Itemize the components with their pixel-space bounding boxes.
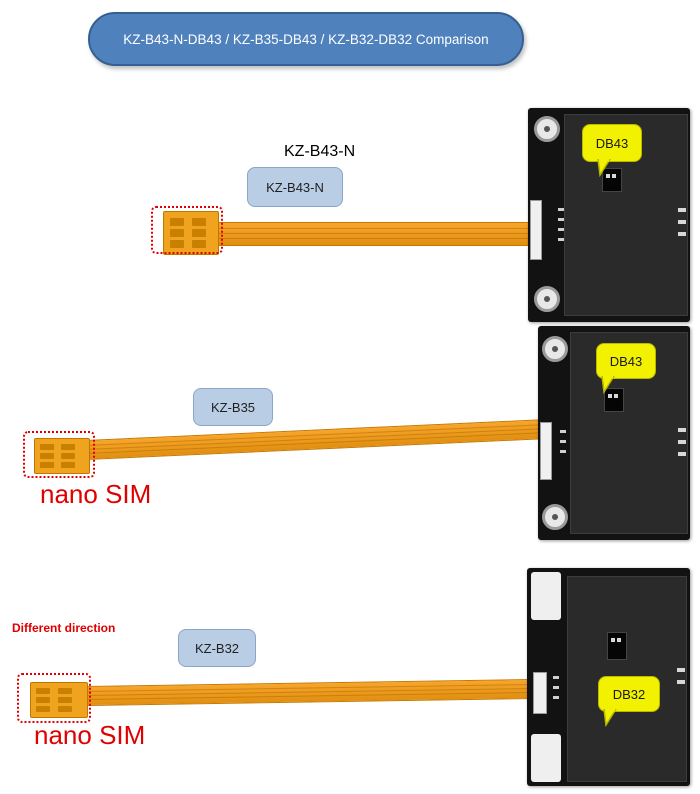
mounting-plate [531,572,561,620]
fpc-cable-kz-b43-n [214,222,530,246]
board-callout-label: DB43 [609,353,643,369]
sim-highlight-box [151,206,223,254]
board-callout-label: DB32 [612,686,646,702]
nano-sim-label: nano SIM [40,479,152,509]
board-callout-tail-icon [601,376,615,394]
board-callout-db43: DB43 [596,343,656,379]
board-callout-tail-icon [603,709,617,727]
cable-callout-label: KZ-B43-N [266,179,324,195]
nano-sim-label: nano SIM [34,720,146,750]
cable-callout-kz-b32: KZ-B32 [178,629,256,667]
sim-contact-pad-icon [163,211,219,255]
direction-note: Different direction [12,621,116,635]
sim-contact-pad-icon [34,438,90,474]
board-callout-db43: DB43 [582,124,642,162]
board-callout-tail-icon [597,159,611,177]
cable-callout-label: KZ-B32 [194,640,240,656]
fpc-cable-kz-b32 [85,678,535,706]
sim-contact-pad-icon [30,682,88,718]
sim-highlight-box [17,673,91,723]
adapter-board-db43-middle [538,326,690,540]
mounting-plate [531,734,561,782]
sim-highlight-box [23,431,95,478]
page-title: KZ-B43-N-DB43 / KZ-B35-DB43 / KZ-B32-DB3… [88,12,524,66]
board-callout-db32: DB32 [598,676,660,712]
adapter-board-db32 [527,568,690,786]
cable-callout-kz-b35: KZ-B35 [193,388,273,426]
fpc-cable-kz-b35 [85,419,548,460]
board-callout-label: DB43 [595,135,629,151]
adapter-board-db43-top [528,108,690,322]
section1-heading: KZ-B43-N [284,143,356,160]
cable-callout-label: KZ-B35 [210,399,256,415]
cable-callout-kz-b43-n: KZ-B43-N [247,167,343,207]
